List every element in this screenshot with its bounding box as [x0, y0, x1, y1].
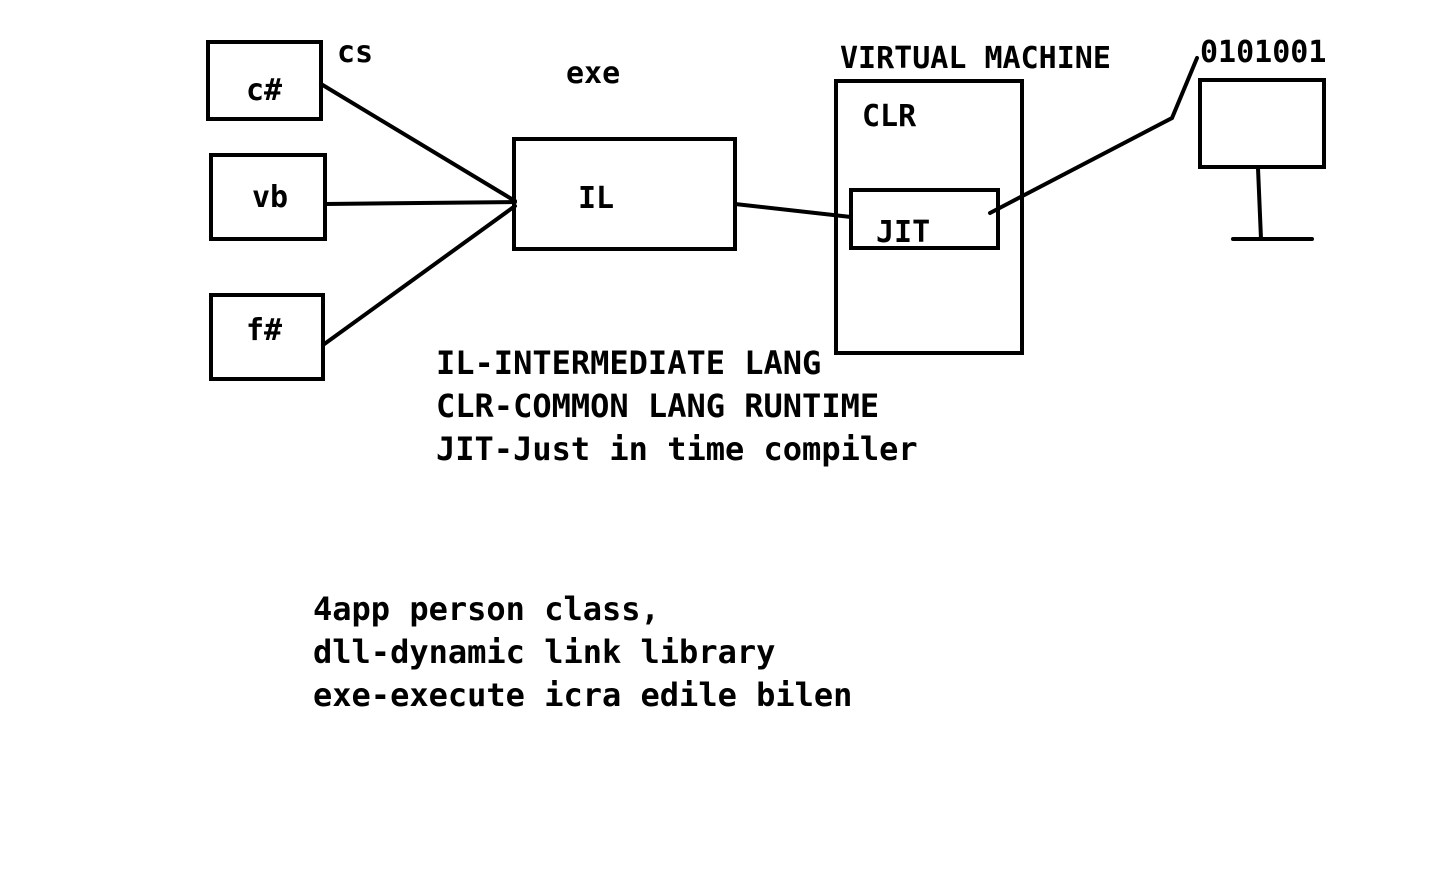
note-exe: exe-execute icra edile bilen	[313, 676, 852, 714]
note-app-person-class: 4app person class,	[313, 590, 660, 628]
note-dll: dll-dynamic link library	[313, 633, 775, 671]
virtual-machine-title: VIRTUAL MACHINE	[840, 41, 1111, 76]
jit-box: JIT	[849, 188, 1000, 250]
vb-box: vb	[209, 153, 327, 241]
cs-extension-label: cs	[337, 35, 373, 70]
il-box: IL	[512, 137, 737, 251]
vb-to-il-connector	[323, 200, 517, 206]
abbreviation-legend: IL-INTERMEDIATE LANG CLR-COMMON LANG RUN…	[436, 344, 918, 468]
il-to-jit-connector	[733, 202, 853, 219]
jit-label: JIT	[876, 215, 930, 250]
vb-label: vb	[252, 180, 288, 215]
jit-to-binary-connector	[988, 56, 1199, 215]
binary-output-label: 0101001	[1200, 35, 1326, 70]
csharp-label: c#	[246, 73, 282, 108]
legend-il: IL-INTERMEDIATE LANG	[436, 344, 821, 382]
il-label: IL	[578, 181, 614, 216]
legend-clr: CLR-COMMON LANG RUNTIME	[436, 387, 879, 425]
clr-label: CLR	[862, 99, 917, 134]
clr-box: CLR	[834, 79, 1024, 355]
fsharp-to-il-connector	[321, 204, 517, 347]
fsharp-label: f#	[246, 313, 282, 348]
fsharp-box: f#	[209, 293, 325, 381]
csharp-box: c#	[206, 40, 323, 121]
csharp-to-il-connector	[319, 82, 517, 203]
exe-caption: exe	[566, 56, 620, 91]
monitor-icon	[1198, 78, 1326, 241]
notes-block: 4app person class, dll-dynamic link libr…	[313, 590, 852, 714]
legend-jit: JIT-Just in time compiler	[436, 430, 918, 468]
